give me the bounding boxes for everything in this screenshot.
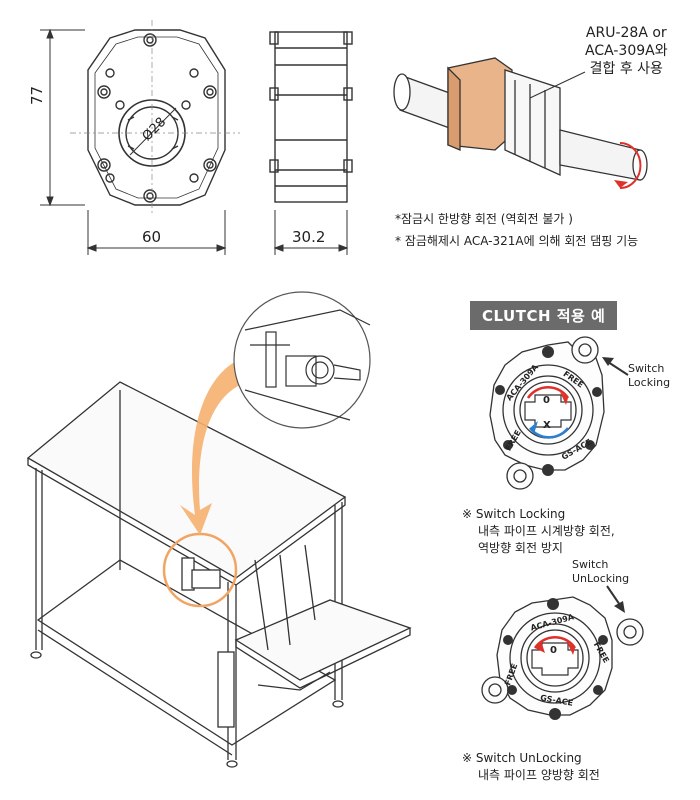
unlocking-note-line-1: 내측 파이프 양방향 회전	[478, 768, 600, 782]
zoom-arrow	[180, 360, 240, 535]
callout-line-3: 결합 후 사용	[589, 61, 663, 77]
locking-mark-x: X	[543, 420, 551, 431]
width-dimension-label: 60	[142, 228, 162, 246]
locking-note-title: ※ Switch Locking	[462, 507, 566, 521]
callout-leader	[529, 71, 586, 99]
switch-unlocking-line-2: UnLocking	[572, 572, 630, 585]
clutch-disk-locking	[489, 336, 605, 490]
switch-locking-label: Switch Locking	[628, 362, 670, 390]
switch-unlocking-line-1: Switch	[572, 558, 609, 571]
switch-locking-line-2: Locking	[628, 376, 671, 389]
shaft-assembly	[393, 57, 648, 181]
locking-note-line-1: 내측 파이프 시계방향 회전,	[478, 524, 615, 538]
switch-locking-line-1: Switch	[628, 362, 665, 375]
bore-leader	[129, 107, 177, 156]
clutch-disk-unlocking	[481, 596, 644, 720]
zoom-detail	[233, 291, 371, 429]
note-1: *잠금시 한방향 회전 (역회전 불가 )	[395, 212, 573, 226]
callout-line-1: ARU-28A or	[585, 25, 667, 41]
switch-unlocking-label: Switch UnLocking	[572, 558, 629, 586]
rotation-arrow	[619, 142, 642, 189]
locking-note: ※ Switch Locking 내측 파이프 시계방향 회전, 역방향 회전 …	[462, 506, 615, 557]
locking-note-line-2: 역방향 회전 방지	[478, 541, 563, 555]
clutch-title-badge: CLUTCH 적용 예	[470, 301, 618, 330]
note-2: * 잠금해제시 ACA-321A에 의해 회전 댐핑 기능	[395, 234, 639, 248]
centerlines	[70, 20, 240, 215]
locking-mark-o: 0	[543, 395, 550, 406]
unlocking-note: ※ Switch UnLocking 내측 파이프 양방향 회전	[462, 750, 600, 784]
width-dimension	[86, 210, 227, 255]
depth-dimension-label: 30.2	[292, 228, 326, 246]
callout-line-2: ACA-309A와	[585, 43, 668, 59]
side-view	[269, 31, 353, 203]
bolt-holes	[97, 33, 217, 203]
height-dimension	[40, 28, 85, 207]
front-view	[87, 29, 226, 206]
product-callout: ARU-28A or ACA-309A와 결합 후 사용	[585, 24, 668, 78]
depth-dimension	[273, 210, 349, 255]
height-dimension-label: 77	[28, 85, 46, 105]
workbench-illustration	[26, 381, 412, 768]
unlocking-note-title: ※ Switch UnLocking	[462, 751, 582, 765]
unlocking-mark-o: 0	[550, 645, 557, 656]
